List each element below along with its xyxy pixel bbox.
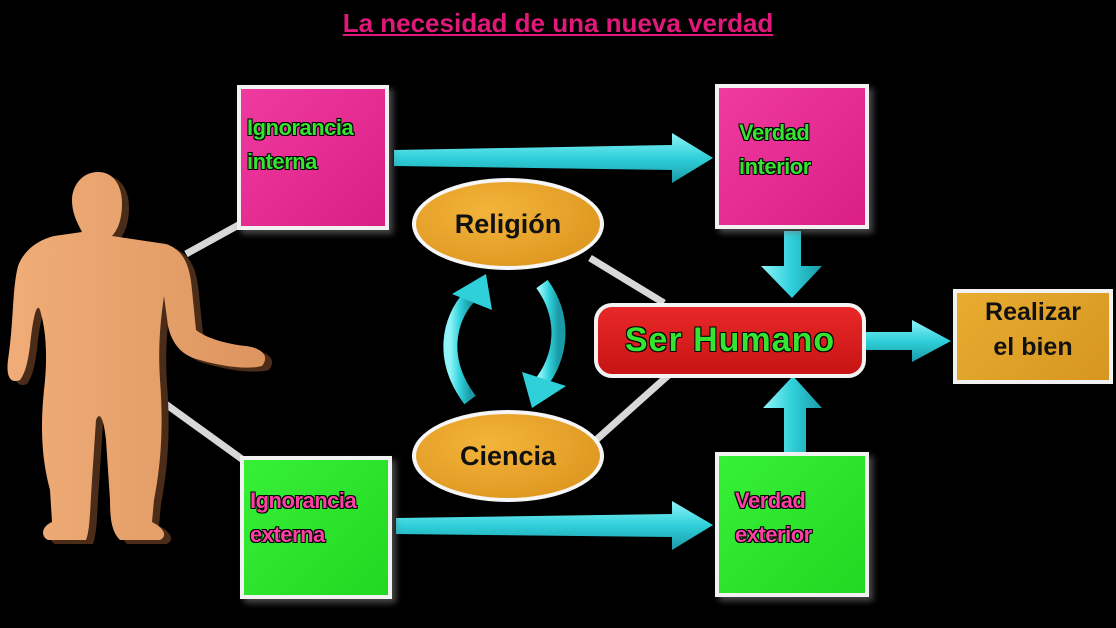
arrow-interior-to-ser: [761, 231, 822, 298]
node-ciencia: Ciencia: [412, 410, 604, 502]
node-realizar-el-bien: Realizar el bien: [953, 289, 1113, 384]
node-ignorancia-externa-line1: Ignorancia: [250, 488, 357, 513]
line-body-to-ignorancia-interna: [184, 218, 246, 258]
node-ignorancia-externa-line2: externa: [250, 522, 325, 548]
node-verdad-exterior: Verdad exterior: [715, 452, 869, 597]
node-verdad-interior-line1: Verdad: [739, 120, 810, 145]
line-ciencia-to-ser: [593, 369, 675, 443]
node-verdad-interior: Verdad interior: [715, 84, 869, 229]
node-ignorancia-externa-label: Ignorancia externa: [250, 484, 357, 552]
arrow-religion-to-ciencia-head: [522, 372, 566, 408]
arrow-exterior-to-ser: [763, 376, 822, 452]
node-verdad-exterior-line1: Verdad: [735, 488, 806, 513]
node-ignorancia-interna-label: Ignorancia interna: [247, 111, 354, 179]
arrow-religion-to-ciencia: [534, 279, 566, 389]
node-verdad-interior-label: Verdad interior: [739, 116, 811, 184]
node-ignorancia-externa: Ignorancia externa: [240, 456, 392, 599]
arrow-externa-to-exterior: [396, 501, 713, 550]
node-verdad-exterior-line2: exterior: [735, 522, 812, 548]
node-realizar-line2: el bien: [993, 333, 1073, 361]
line-body-to-ignorancia-externa: [157, 397, 249, 465]
node-verdad-exterior-label: Verdad exterior: [735, 484, 812, 552]
human-body-silhouette: [7, 172, 273, 544]
page-title: La necesidad de una nueva verdad: [342, 8, 774, 38]
node-ser-humano: Ser Humano: [594, 303, 866, 378]
node-verdad-interior-line2: interior: [739, 154, 811, 180]
arrow-ciencia-to-religion: [443, 291, 476, 405]
arrow-ciencia-to-religion-head: [452, 274, 492, 310]
node-religion: Religión: [412, 178, 604, 270]
node-ignorancia-interna: Ignorancia interna: [237, 85, 389, 230]
arrow-ser-to-realizar: [866, 320, 951, 362]
node-ignorancia-interna-line2: interna: [247, 149, 317, 175]
arrow-interna-to-interior: [394, 133, 713, 183]
line-religion-to-ser: [588, 255, 666, 306]
node-realizar-line1: Realizar: [985, 298, 1081, 326]
node-ignorancia-interna-line1: Ignorancia: [247, 115, 354, 140]
